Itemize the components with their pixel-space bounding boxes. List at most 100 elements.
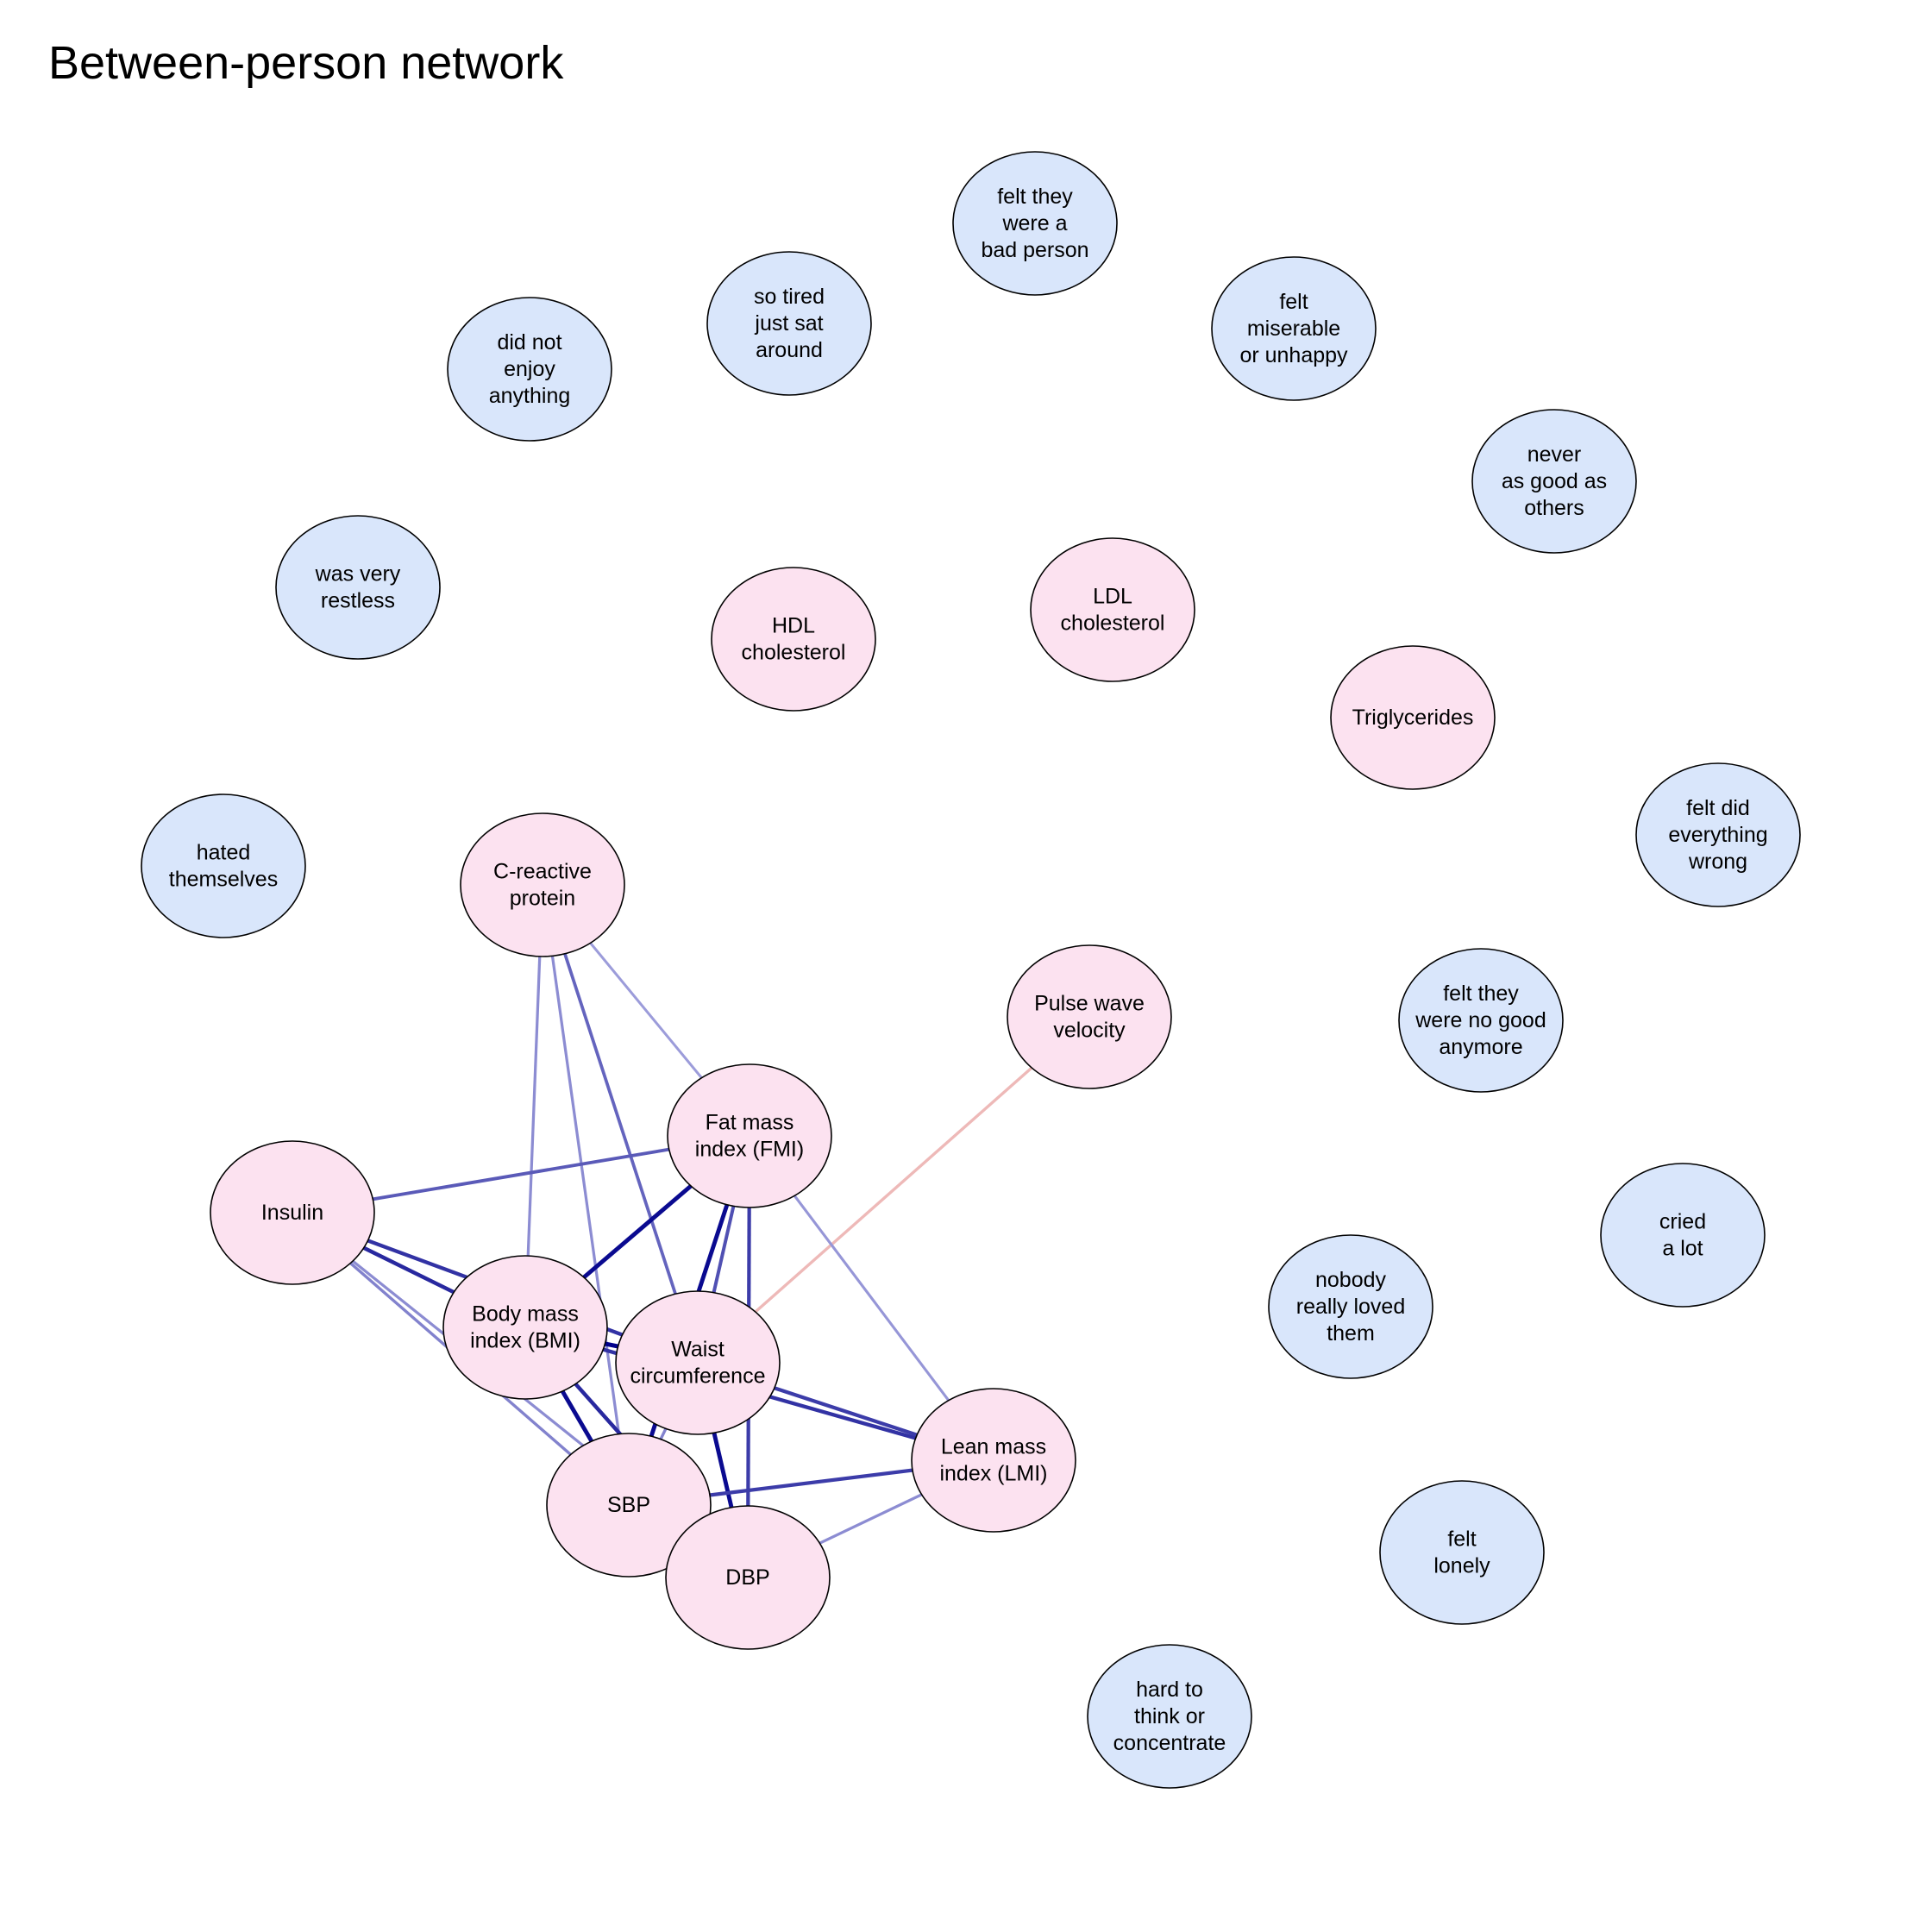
node-label-line: or unhappy (1239, 343, 1348, 367)
node-label-line: just sat (754, 311, 823, 336)
node-label-line: enjoy (504, 357, 555, 381)
node-label-line: really loved (1296, 1295, 1405, 1319)
node-ellipse (711, 567, 876, 712)
node-ellipse (275, 515, 441, 660)
node-ellipse (1398, 948, 1564, 1093)
node-label-line: anymore (1439, 1035, 1522, 1059)
node-label-line: them (1327, 1321, 1375, 1346)
node-ellipse (1007, 944, 1172, 1089)
node-hated: hated themselves (141, 794, 306, 938)
edge-crp-bmi (524, 884, 544, 1328)
node-ellipse (615, 1290, 781, 1435)
node-ellipse (460, 812, 625, 957)
node-ellipse (706, 251, 872, 396)
node-insulin: Insulin (210, 1140, 375, 1285)
node-ellipse (952, 151, 1118, 296)
node-ellipse (210, 1140, 375, 1285)
node-label-line: wrong (1688, 850, 1747, 874)
node-label-line: Waist (671, 1338, 724, 1362)
node-label-line: were no good (1414, 1008, 1546, 1032)
node-label-line: concentrate (1113, 1731, 1226, 1755)
edge-crp-waist (541, 884, 699, 1364)
node-label-line: hard to (1136, 1678, 1203, 1702)
node-label-line: velocity (1053, 1019, 1126, 1043)
node-label-line: hated (197, 841, 251, 865)
node-ellipse (1087, 1644, 1252, 1789)
node-label-line: themselves (169, 868, 278, 892)
node-hdl: HDL cholesterol (711, 567, 876, 712)
node-ellipse (546, 1433, 712, 1578)
node-label-line: index (LMI) (939, 1462, 1047, 1486)
node-label-line: LDL (1093, 585, 1132, 609)
node-label-line: think or (1134, 1704, 1205, 1728)
node-ellipse (447, 297, 612, 442)
node-sbp: SBP (546, 1433, 712, 1578)
node-label-line: index (FMI) (695, 1138, 804, 1162)
node-label-line: everything (1668, 823, 1767, 847)
node-ellipse (665, 1505, 831, 1650)
node-label-line: felt did (1686, 796, 1750, 820)
node-label-line: protein (510, 887, 575, 911)
node-ellipse (141, 794, 306, 938)
node-ellipse (667, 1063, 832, 1208)
node-ellipse (1268, 1234, 1433, 1379)
node-label-line: so tired (754, 285, 825, 309)
node-ellipse (442, 1255, 608, 1400)
node-label-line: index (BMI) (470, 1329, 580, 1353)
node-ellipse (1211, 256, 1377, 401)
node-ellipse (1471, 409, 1637, 554)
node-label-line: felt they (1443, 982, 1519, 1006)
node-label-line: Fat mass (706, 1111, 794, 1135)
node-label-line: C-reactive (493, 860, 592, 884)
node-label-line: bad person (981, 238, 1088, 262)
node-label-line: cried (1659, 1210, 1706, 1234)
node-crp: C-reactive protein (460, 812, 625, 957)
node-label-line: Pulse wave (1034, 992, 1145, 1016)
node-ellipse (1379, 1480, 1545, 1625)
node-label-line: did not (497, 330, 561, 354)
edge-crp-sbp (541, 884, 630, 1506)
node-ellipse (1635, 762, 1801, 907)
node-label-line: felt (1279, 290, 1308, 314)
node-label-line: Insulin (261, 1201, 323, 1225)
node-label-line: anything (489, 384, 571, 408)
node-label-line: restless (321, 589, 395, 613)
node-label-line: Triglycerides (1352, 706, 1474, 730)
node-did_wrong: felt did everything wrong (1635, 762, 1801, 907)
node-label-line: felt they (997, 185, 1073, 209)
node-label-line: as good as (1502, 469, 1607, 493)
node-label-line: around (756, 338, 823, 362)
node-label-line: others (1524, 496, 1584, 520)
node-ellipse (1330, 645, 1496, 790)
node-label-line: lonely (1433, 1554, 1490, 1578)
node-label-line: nobody (1315, 1268, 1387, 1292)
node-label-line: never (1527, 442, 1582, 467)
edge-pwv-waist (696, 1015, 1091, 1364)
node-ellipse (1600, 1163, 1766, 1308)
node-trig: Triglycerides (1330, 645, 1496, 790)
node-dbp: DBP (665, 1505, 831, 1650)
node-label-line: HDL (772, 614, 815, 638)
node-label-line: DBP (725, 1565, 769, 1590)
node-label-line: Body mass (472, 1302, 579, 1327)
node-lmi: Lean mass index (LMI) (911, 1388, 1076, 1533)
node-not_enjoy: did not enjoy anything (447, 297, 612, 442)
node-label-line: miserable (1247, 317, 1340, 341)
node-label-line: were a (1001, 211, 1067, 235)
node-label-line: cholesterol (742, 641, 846, 665)
node-label-line: Lean mass (941, 1435, 1046, 1459)
